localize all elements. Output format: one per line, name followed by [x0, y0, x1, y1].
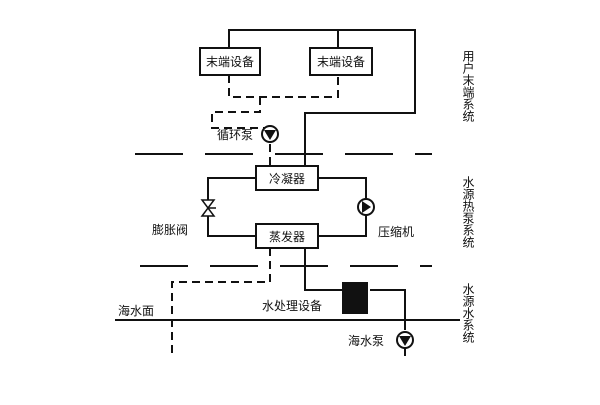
terminal-device-2-label: 末端设备 [317, 55, 365, 69]
sea-pump: 海水泵 [348, 331, 414, 349]
return-header [228, 75, 339, 98]
condenser: 冷凝器 [255, 165, 319, 191]
terminal-device-1-label: 末端设备 [206, 55, 254, 69]
sea-pump-label: 海水泵 [348, 333, 384, 348]
section-labels: 用户末端系统 水源热泵系统 水源水系统 [461, 50, 475, 343]
terminal-device-1: 末端设备 [199, 47, 261, 76]
compressor: 压缩机 [357, 198, 414, 239]
water-treatment-label: 水处理设备 [262, 299, 322, 313]
condenser-label: 冷凝器 [269, 171, 305, 186]
expansion-valve: 膨胀阀 [152, 199, 216, 237]
compressor-label: 压缩机 [378, 224, 414, 239]
treatment-block-icon [342, 282, 368, 314]
supply-line [228, 29, 416, 167]
evaporator: 蒸发器 [255, 223, 319, 249]
return-to-sea-line [171, 248, 271, 356]
source-water-section [115, 248, 460, 356]
section-dividers [135, 153, 432, 267]
water-treatment: 水处理设备 [262, 282, 368, 314]
section-label-user: 用户末端系统 [461, 50, 475, 122]
sea-level-label: 海水面 [118, 303, 154, 318]
valve-icon [200, 199, 216, 210]
circulation-pump: 循环泵 [217, 125, 279, 143]
terminal-device-2: 末端设备 [309, 47, 373, 76]
treatment-outlet-line [370, 289, 406, 330]
section-label-water: 水源水系统 [461, 283, 475, 343]
treatment-inlet-line [304, 248, 342, 291]
section-label-heatpump: 水源热泵系统 [461, 176, 475, 248]
evaporator-label: 蒸发器 [269, 229, 305, 244]
circulation-pump-label: 循环泵 [217, 128, 253, 142]
left-refrigerant-line [207, 177, 256, 237]
expansion-valve-label: 膨胀阀 [152, 223, 188, 237]
pump-arrow-icon [264, 130, 276, 140]
